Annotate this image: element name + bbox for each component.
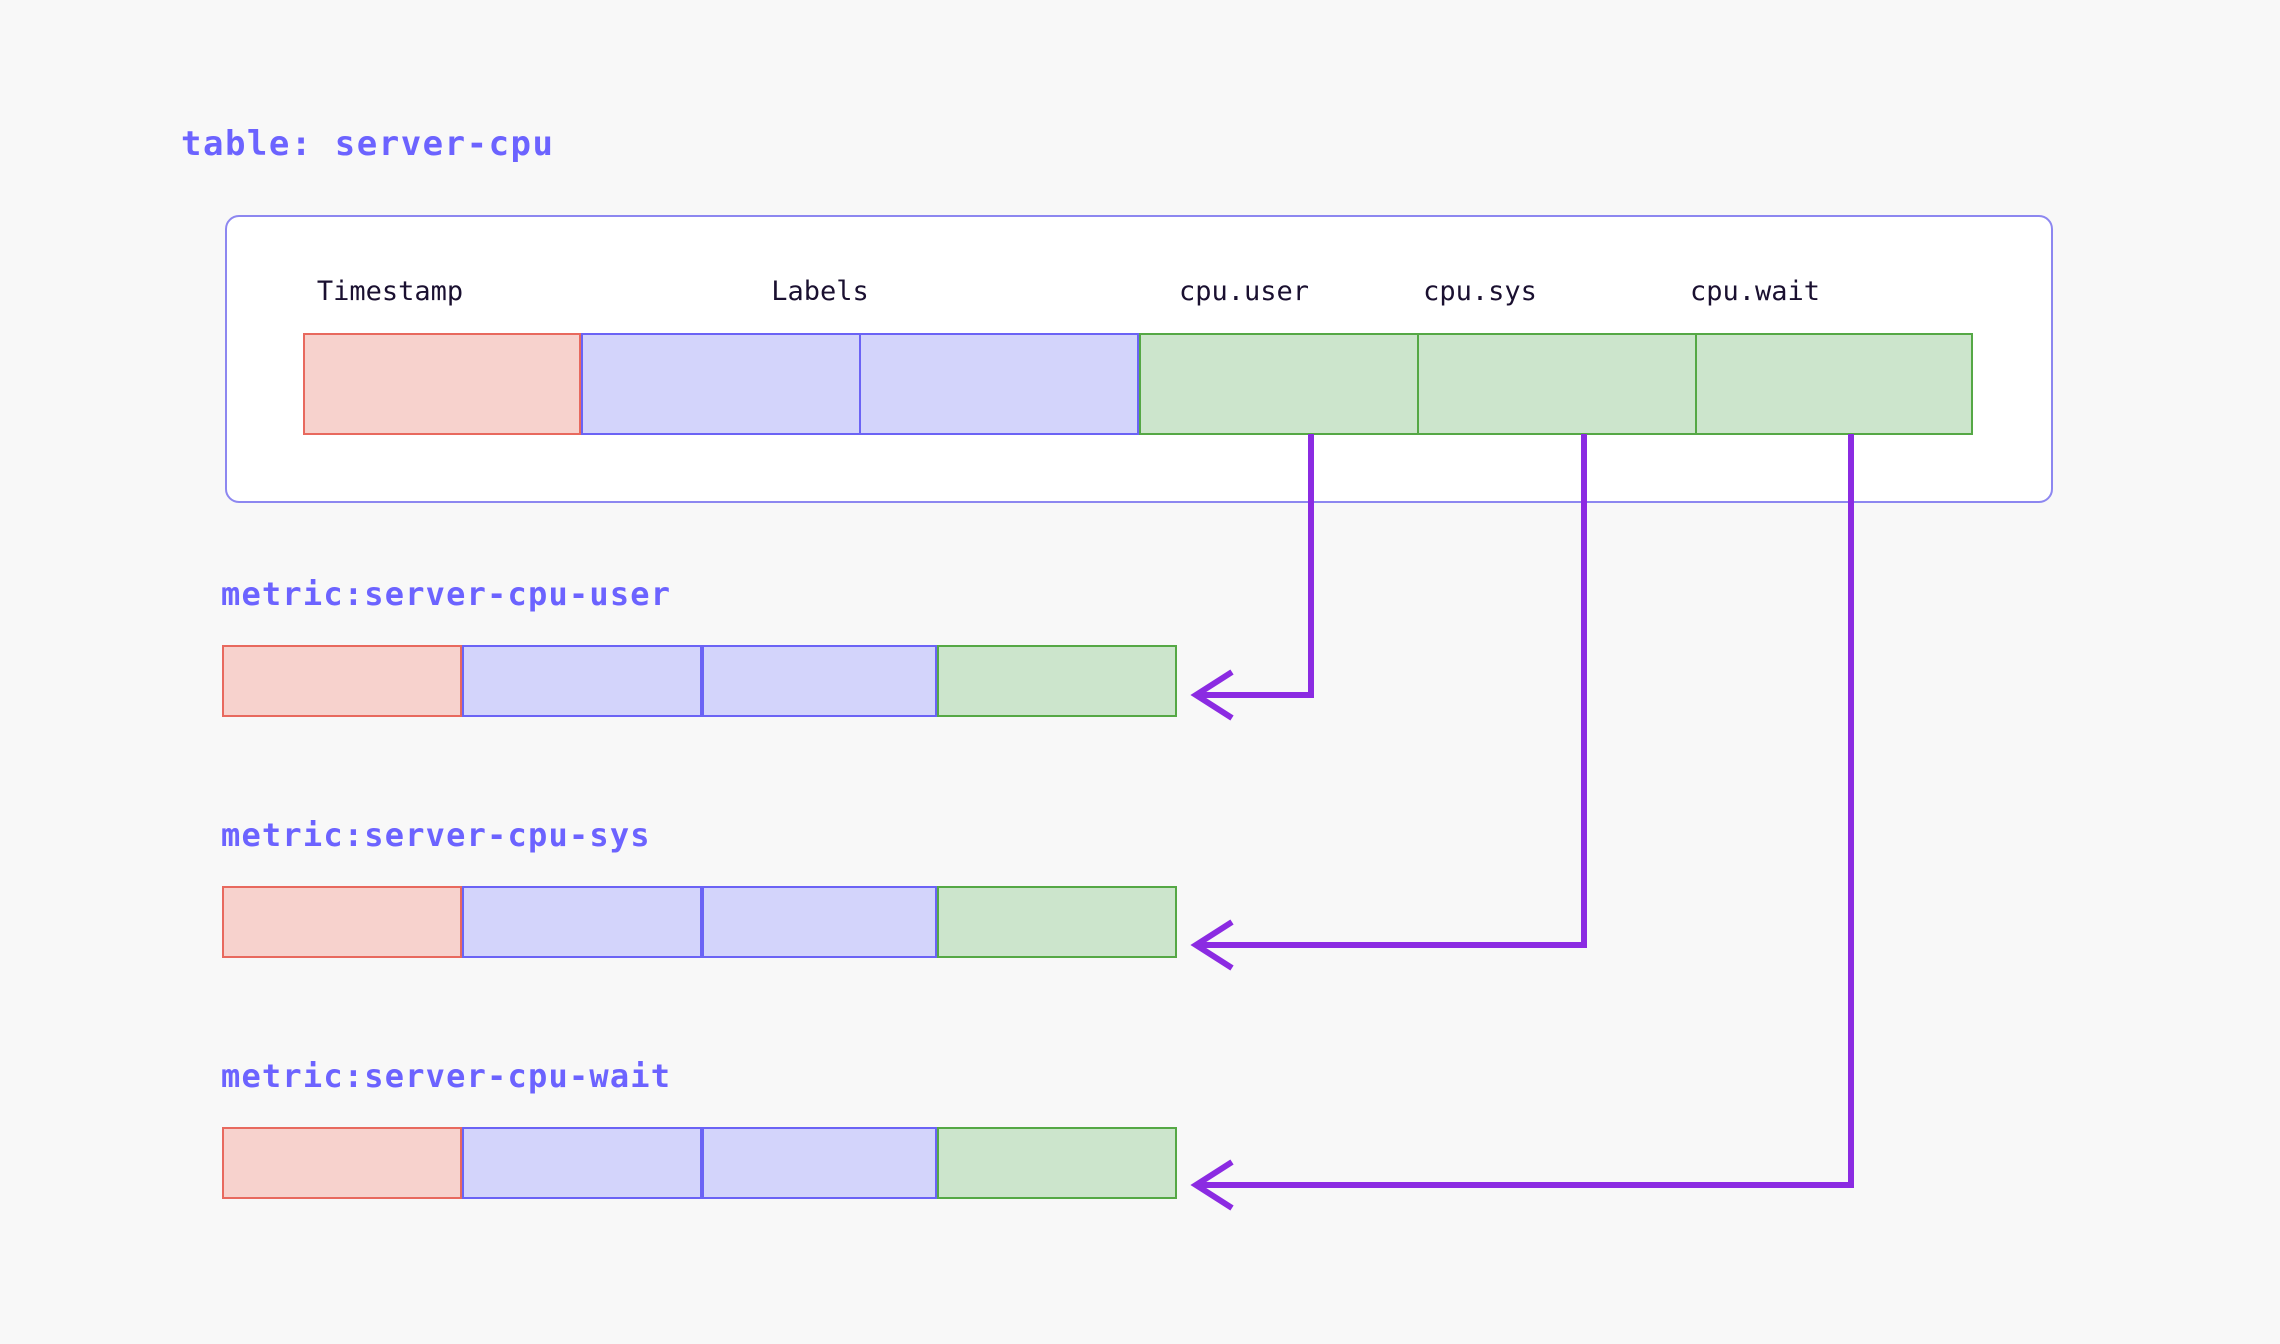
metric-cell-value-wait bbox=[937, 1127, 1177, 1199]
metric-cell-timestamp-sys bbox=[222, 886, 462, 958]
connector-cpu-sys bbox=[1190, 434, 1587, 971]
metric-cell-value-sys bbox=[937, 886, 1177, 958]
metric-title-server-cpu-sys: metric:server-cpu-sys bbox=[221, 816, 651, 854]
column-header-timestamp: Timestamp bbox=[316, 276, 464, 307]
metric-cell-label2-sys bbox=[702, 886, 937, 958]
metric-title-server-cpu-wait: metric:server-cpu-wait bbox=[221, 1057, 672, 1095]
metric-cell-label2-user bbox=[702, 645, 937, 717]
column-header-labels: Labels bbox=[771, 276, 869, 307]
table-cell-timestamp bbox=[303, 333, 581, 435]
table-cell-cpu-user bbox=[1139, 333, 1419, 435]
column-header-cpu-wait: cpu.wait bbox=[1689, 276, 1821, 307]
table-cell-labels-1 bbox=[581, 333, 861, 435]
metric-cell-timestamp-user bbox=[222, 645, 462, 717]
table-title: table: server-cpu bbox=[181, 124, 555, 164]
metric-cell-label1-user bbox=[462, 645, 702, 717]
column-header-cpu-user: cpu.user bbox=[1178, 276, 1310, 307]
metric-cell-timestamp-wait bbox=[222, 1127, 462, 1199]
metric-cell-label2-wait bbox=[702, 1127, 937, 1199]
table-cell-labels-2 bbox=[859, 333, 1139, 435]
metric-title-server-cpu-user: metric:server-cpu-user bbox=[221, 575, 672, 613]
connector-cpu-wait bbox=[1190, 434, 1854, 1211]
table-cell-cpu-wait bbox=[1695, 333, 1973, 435]
table-cell-cpu-sys bbox=[1417, 333, 1697, 435]
metric-cell-value-user bbox=[937, 645, 1177, 717]
metric-cell-label1-sys bbox=[462, 886, 702, 958]
metric-cell-label1-wait bbox=[462, 1127, 702, 1199]
column-header-cpu-sys: cpu.sys bbox=[1423, 276, 1537, 307]
